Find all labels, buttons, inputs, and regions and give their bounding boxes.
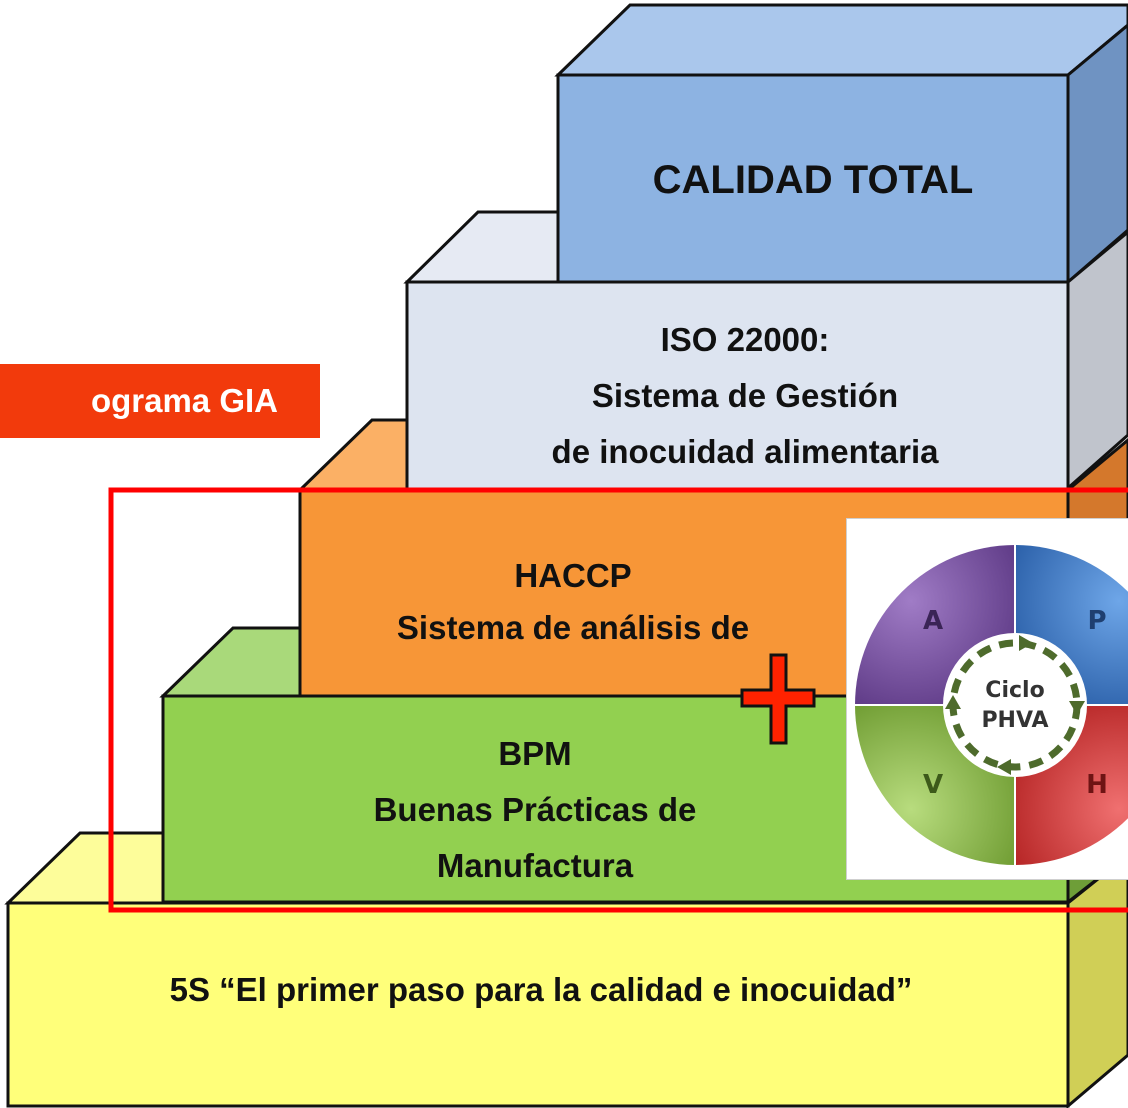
phva-letter-v: V: [923, 770, 943, 800]
iso-block: [403, 210, 1128, 492]
phva-arrow-icon: [945, 695, 961, 709]
five-s-line-1: 5S “El primer paso para la calidad e ino…: [169, 971, 913, 1008]
phva-arrow-icon: [997, 759, 1011, 775]
bpm-label: BPM Buenas Prácticas de Manufactura: [290, 726, 780, 894]
iso-label: ISO 22000: Sistema de Gestión de inocuid…: [430, 312, 1060, 480]
phva-cycle-image: A P V H Ciclo PHVA: [846, 518, 1128, 880]
five-s-label: 5S “El primer paso para la calidad e ino…: [14, 968, 1068, 1012]
calidad-total-block: [554, 3, 1128, 286]
program-tag-label: ograma GIA: [90, 382, 278, 419]
haccp-line-2: Sistema de análisis de: [396, 609, 750, 646]
phva-arrow-icon: [1069, 701, 1085, 715]
bpm-line-1: BPM: [498, 735, 572, 772]
haccp-label: HACCP Sistema de análisis de: [300, 550, 846, 654]
program-tag: ograma GIA: [0, 364, 320, 438]
phva-letter-h: H: [1086, 770, 1108, 800]
phva-center-disc: [943, 633, 1087, 777]
phva-letter-a: A: [923, 606, 943, 636]
calidad-total-line-1: CALIDAD TOTAL: [652, 158, 974, 202]
plus-icon: [740, 653, 816, 745]
phva-letter-p: P: [1087, 606, 1106, 636]
highlight-frame: [108, 487, 1128, 913]
phva-center-line-2: PHVA: [981, 708, 1048, 733]
phva-cycle-wheel: A P V H Ciclo PHVA: [855, 545, 1128, 865]
calidad-total-label: CALIDAD TOTAL: [558, 156, 1068, 204]
phva-arrow-icon: [1019, 635, 1033, 651]
phva-center-line-1: Ciclo: [985, 678, 1044, 703]
iso-line-1: ISO 22000:: [660, 321, 830, 358]
bpm-line-3: Manufactura: [436, 847, 634, 884]
haccp-line-1: HACCP: [514, 557, 632, 594]
iso-line-3: de inocuidad alimentaria: [551, 433, 939, 470]
iso-line-2: Sistema de Gestión: [591, 377, 899, 414]
five-s-block: [4, 831, 1128, 1108]
bpm-line-2: Buenas Prácticas de: [373, 791, 697, 828]
